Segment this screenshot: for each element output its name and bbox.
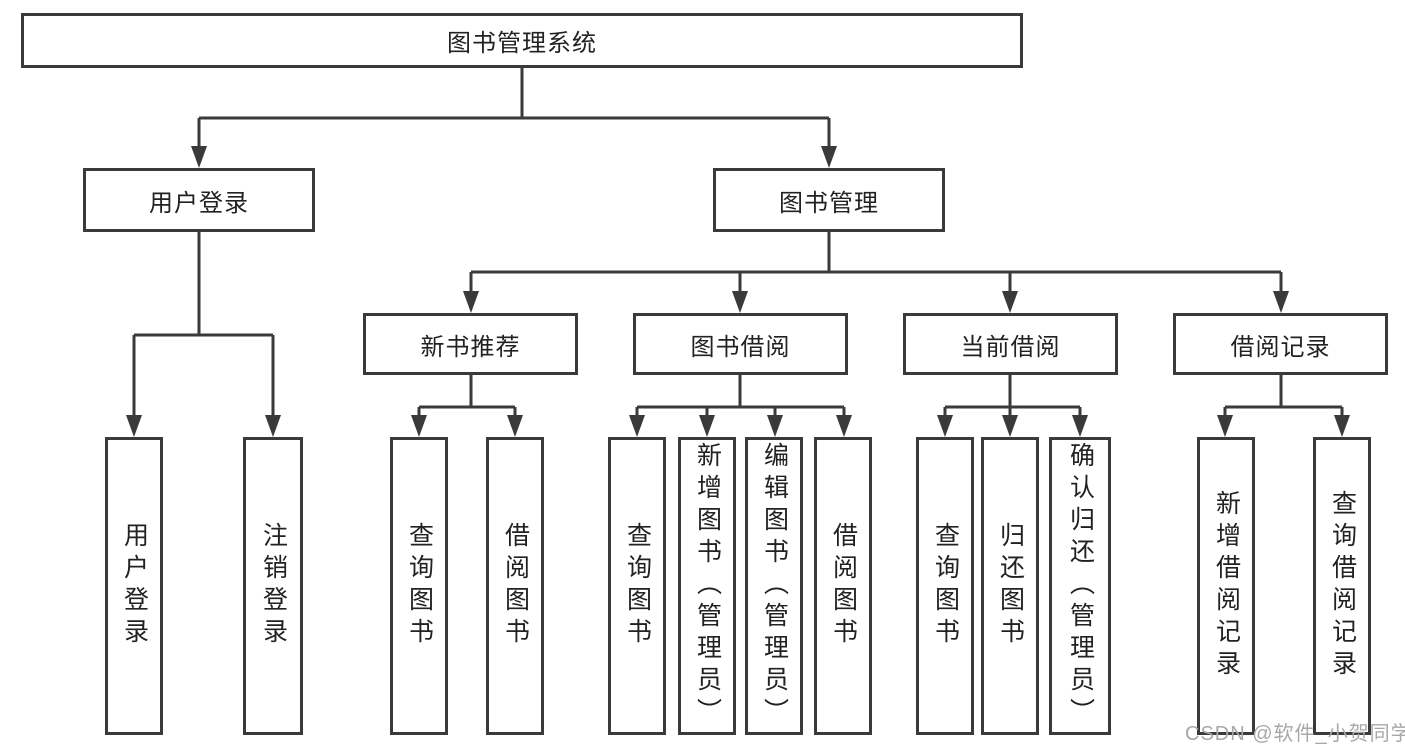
node-label: 新增图书（管理员）	[693, 442, 722, 730]
arrow-down-icon	[836, 415, 852, 437]
arrow-down-icon	[1217, 415, 1233, 437]
node-label: 新书推荐	[420, 333, 521, 361]
edge-book-mgmt-to-level3	[463, 232, 1289, 313]
node-label: 用户登录	[120, 522, 149, 650]
edge-current-borrow-to-leaves	[937, 375, 1088, 437]
arrow-down-icon	[265, 415, 281, 437]
arrow-down-icon	[1002, 415, 1018, 437]
node-label: 新增借阅记录	[1212, 490, 1241, 682]
node-label: 图书管理系统	[447, 30, 597, 57]
node-label: 查询借阅记录	[1328, 490, 1357, 682]
arrow-down-icon	[732, 291, 748, 313]
node-user-login: 用户登录	[83, 168, 315, 232]
leaf-query-books-2: 查询图书	[608, 437, 666, 735]
node-book-borrow: 图书借阅	[633, 313, 848, 375]
edge-new-books-to-leaves	[411, 375, 523, 437]
leaf-edit-books-admin: 编辑图书（管理员）	[745, 437, 803, 735]
leaf-query-books-1: 查询图书	[390, 437, 448, 735]
arrow-down-icon	[1334, 415, 1350, 437]
node-label: 查询图书	[405, 522, 434, 650]
leaf-logout: 注销登录	[243, 437, 303, 735]
node-borrow-records: 借阅记录	[1173, 313, 1388, 375]
node-current-borrow: 当前借阅	[903, 313, 1118, 375]
node-library-system: 图书管理系统	[21, 13, 1023, 68]
leaf-return-books: 归还图书	[981, 437, 1039, 735]
node-label: 用户登录	[149, 189, 249, 217]
leaf-user-login: 用户登录	[105, 437, 163, 735]
leaf-add-borrow-record: 新增借阅记录	[1197, 437, 1255, 735]
leaf-query-books-3: 查询图书	[916, 437, 974, 735]
edge-borrow-records-to-leaves	[1217, 375, 1350, 437]
arrow-down-icon	[463, 291, 479, 313]
arrow-down-icon	[1273, 291, 1289, 313]
node-new-book-recommend: 新书推荐	[363, 313, 578, 375]
node-label: 借阅图书	[501, 522, 530, 650]
leaf-borrow-books-2: 借阅图书	[814, 437, 872, 735]
arrow-down-icon	[767, 415, 783, 437]
leaf-confirm-return-admin: 确认归还（管理员）	[1049, 437, 1111, 735]
arrow-down-icon	[821, 146, 837, 168]
node-label: 编辑图书（管理员）	[760, 442, 789, 730]
arrow-down-icon	[699, 415, 715, 437]
node-label: 当前借阅	[960, 333, 1061, 361]
node-label: 图书借阅	[690, 333, 791, 361]
leaf-borrow-books-1: 借阅图书	[486, 437, 544, 735]
node-label: 确认归还（管理员）	[1066, 442, 1095, 730]
arrow-down-icon	[126, 415, 142, 437]
node-label: 借阅图书	[829, 522, 858, 650]
node-label: 注销登录	[259, 522, 288, 650]
node-label: 借阅记录	[1230, 333, 1331, 361]
node-label: 图书管理	[779, 189, 879, 217]
node-label: 查询图书	[931, 522, 960, 650]
arrow-down-icon	[1072, 415, 1088, 437]
node-label: 查询图书	[623, 522, 652, 650]
leaf-add-books-admin: 新增图书（管理员）	[678, 437, 736, 735]
watermark: CSDN @软件_小贺同学	[1185, 723, 1405, 745]
edge-root-to-level2	[191, 68, 837, 168]
arrow-down-icon	[191, 146, 207, 168]
arrow-down-icon	[507, 415, 523, 437]
edge-book-borrow-to-leaves	[629, 375, 852, 437]
arrow-down-icon	[629, 415, 645, 437]
node-book-management: 图书管理	[713, 168, 945, 232]
arrow-down-icon	[937, 415, 953, 437]
node-label: 归还图书	[996, 522, 1025, 650]
arrow-down-icon	[1002, 291, 1018, 313]
edge-user-login-to-leaves	[126, 232, 281, 437]
arrow-down-icon	[411, 415, 427, 437]
leaf-query-borrow-record: 查询借阅记录	[1313, 437, 1371, 735]
